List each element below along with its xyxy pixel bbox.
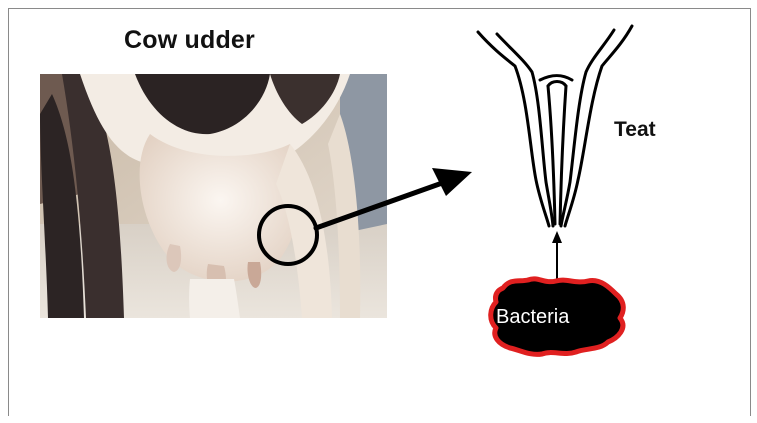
entry-arrow-head [552, 231, 562, 243]
bacteria-label: Bacteria [496, 306, 616, 329]
pointer-arrow-line [316, 182, 445, 228]
teat-diagram [478, 26, 632, 226]
teat-highlight-circle [259, 206, 317, 264]
teat-label: Teat [614, 118, 656, 142]
